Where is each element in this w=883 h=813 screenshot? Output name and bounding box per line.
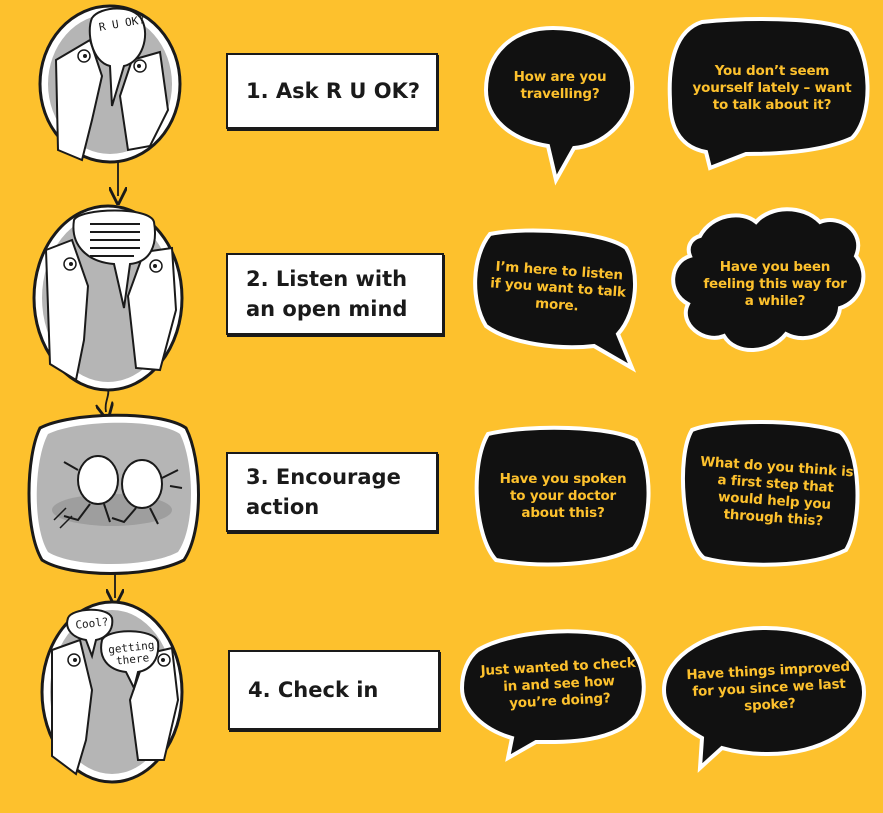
speech-bubble-2b (671, 207, 866, 352)
comic-panel-1 (38, 4, 182, 164)
speech-bubble-1b (667, 17, 870, 171)
step-2-label: 2. Listen with an open mind (226, 253, 444, 335)
bubble-1b-text: You don’t seem yourself lately – want to… (692, 62, 852, 113)
comic-panel-4 (40, 600, 184, 784)
speech-bubble-3b (681, 420, 860, 567)
step-4-label-text: 4. Check in (248, 678, 379, 702)
step-3-label: 3. Encourage action (226, 452, 438, 532)
speech-bubble-2a (473, 228, 637, 373)
bubble-2b-text: Have you been feeling this way for a whi… (703, 258, 847, 309)
bubble-4a-text: Just wanted to check in and see how you’… (480, 654, 636, 712)
step-4-label: 4. Check in (228, 650, 440, 730)
flow-arrow-2 (106, 387, 109, 412)
comic-panel-3 (27, 413, 200, 575)
step-1-label: 1. Ask R U OK? (226, 53, 438, 129)
speech-bubble-4b (661, 625, 867, 773)
bubble-3b-text: What do you think is a first step that w… (699, 453, 854, 530)
speech-bubble-4a (459, 629, 646, 762)
bubble-4b-text: Have things improved for you since we la… (685, 658, 851, 714)
bubble-3a-text: Have you spoken to your doctor about thi… (499, 470, 627, 521)
bubble-1a-text: How are you travelling? (513, 69, 607, 102)
step-1-label-text: 1. Ask R U OK? (246, 79, 421, 103)
comic-panel-2 (32, 204, 184, 392)
speech-bubble-3a (474, 425, 651, 567)
step-3-label-text: 3. Encourage action (246, 465, 401, 519)
speech-bubble-1a (483, 25, 635, 186)
step-2-label-text: 2. Listen with an open mind (246, 267, 408, 321)
bubble-2a-text: I’m here to listen if you want to talk m… (489, 258, 627, 314)
